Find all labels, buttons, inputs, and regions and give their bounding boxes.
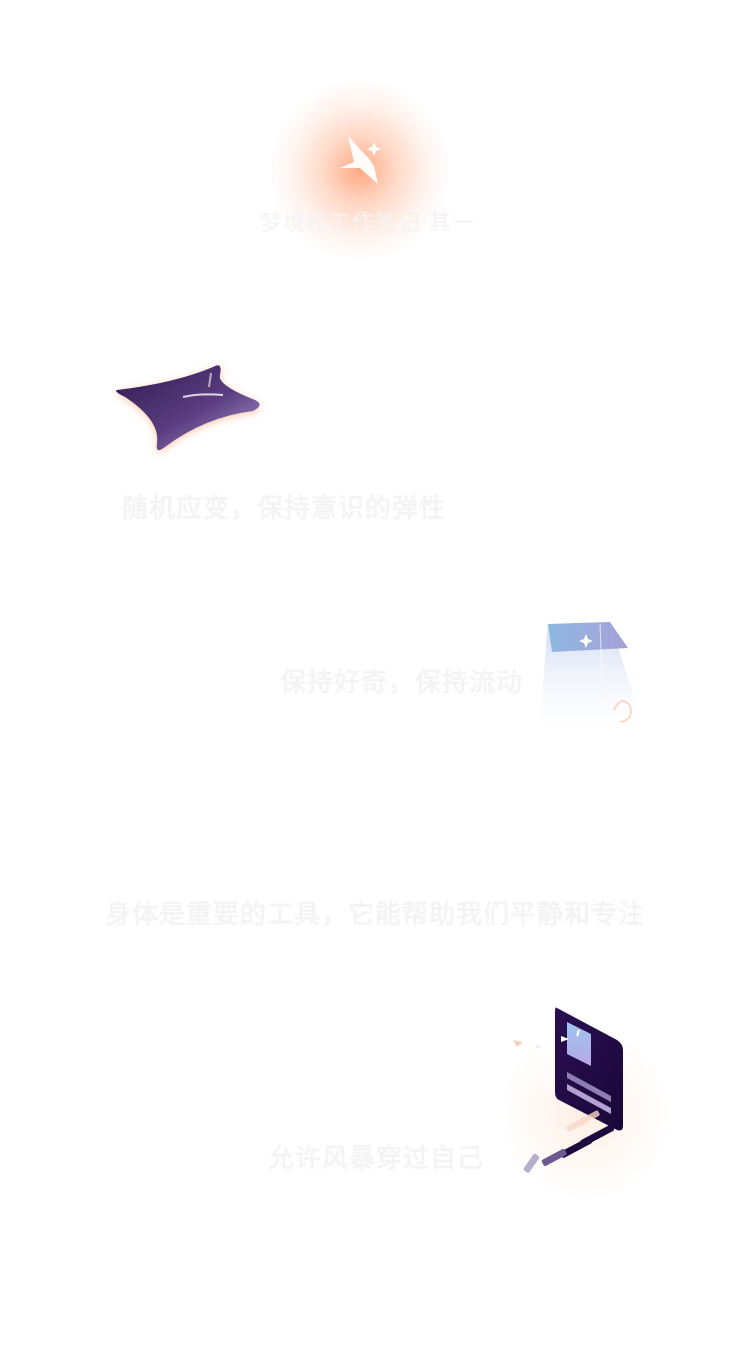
section-title-5: 允许风暴穿过自己 <box>268 1144 485 1174</box>
section-title-4: 身体是重要的工具，它能帮助我们平静和专注 <box>105 900 646 930</box>
glass-pillar-icon <box>538 622 648 742</box>
section-title-1: 梦境和工作笔记·其一 <box>260 211 475 236</box>
purple-star-shape-icon <box>116 365 260 451</box>
orange-glow <box>270 80 450 260</box>
phone-stairs-icon <box>513 1007 623 1173</box>
section-title-3: 保持好奇，保持流动 <box>280 668 524 698</box>
section-title-2: 随机应变，保持意识的弹性 <box>122 494 447 524</box>
paper-plane-star-icon <box>340 136 381 184</box>
